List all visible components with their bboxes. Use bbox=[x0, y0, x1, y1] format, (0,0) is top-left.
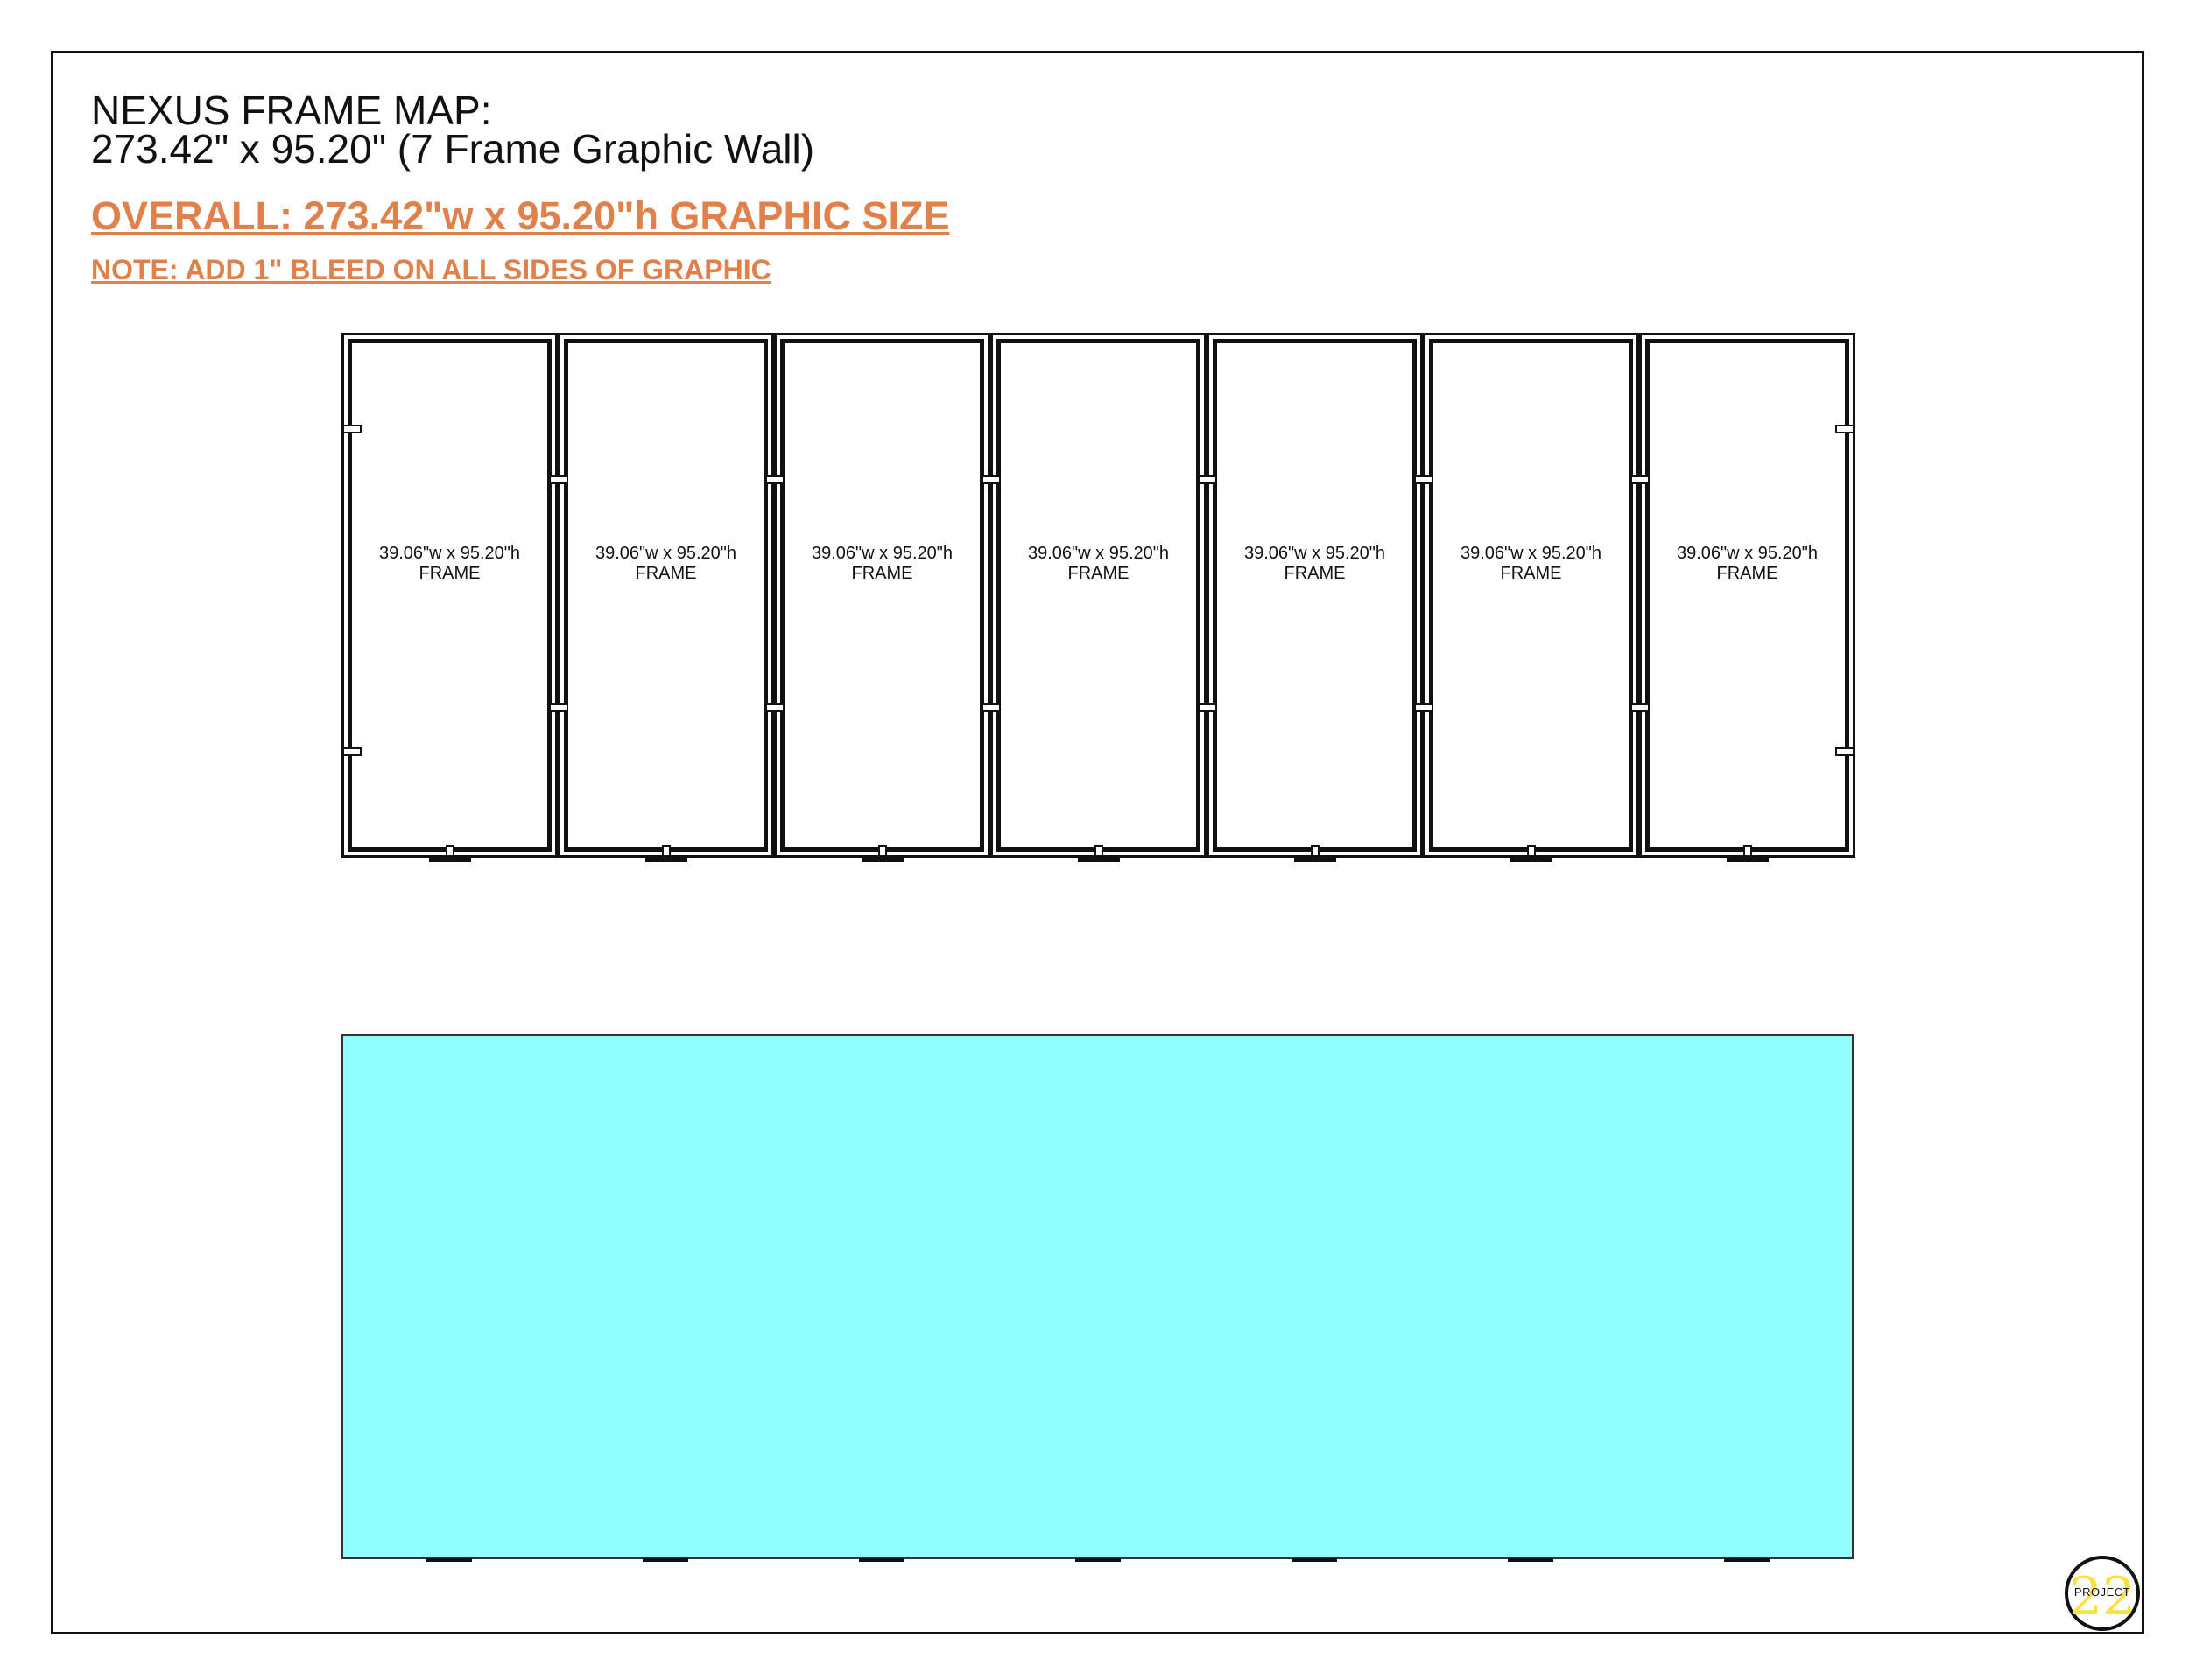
frame-type: FRAME bbox=[1284, 564, 1346, 583]
connector-clip bbox=[1630, 475, 1650, 484]
frame-type: FRAME bbox=[419, 564, 481, 583]
frame-inner-rail bbox=[998, 341, 1199, 850]
project-22-logo: 22 PROJECT bbox=[2065, 1556, 2140, 1631]
connector-clip bbox=[1630, 703, 1650, 712]
frame-inner-rail bbox=[782, 341, 982, 850]
connector-clip bbox=[549, 703, 568, 712]
graphic-foot bbox=[1292, 1558, 1337, 1562]
frame-size: 39.06"w x 95.20"h bbox=[379, 544, 520, 563]
frame-foot bbox=[862, 858, 904, 862]
graphic-foot bbox=[1724, 1558, 1770, 1562]
end-clip bbox=[342, 747, 362, 756]
sheet-border bbox=[51, 51, 2144, 1634]
frame-type: FRAME bbox=[1067, 564, 1130, 583]
foot-bracket bbox=[1527, 845, 1536, 857]
end-clip bbox=[1835, 747, 1855, 756]
connector-clip bbox=[982, 475, 1001, 484]
frame-foot bbox=[1078, 858, 1120, 862]
foot-bracket bbox=[1743, 845, 1752, 857]
connector-clip bbox=[982, 703, 1001, 712]
frame-type: FRAME bbox=[1500, 564, 1562, 583]
frame-foot bbox=[1510, 858, 1552, 862]
connector-clip bbox=[1198, 703, 1217, 712]
frame-size: 39.06"w x 95.20"h bbox=[1461, 544, 1601, 563]
connector-clip bbox=[549, 475, 568, 484]
graphic-foot bbox=[643, 1558, 688, 1562]
connector-clip bbox=[1198, 475, 1217, 484]
frame-inner-rail bbox=[349, 341, 550, 850]
graphic-foot bbox=[426, 1558, 472, 1562]
logo-text: PROJECT bbox=[2073, 1585, 2131, 1599]
frame-inner-rail bbox=[1431, 341, 1631, 850]
end-clip bbox=[342, 425, 362, 433]
foot-bracket bbox=[446, 845, 454, 857]
graphic-foot bbox=[859, 1558, 904, 1562]
frame-size: 39.06"w x 95.20"h bbox=[1028, 544, 1169, 563]
frame-foot bbox=[429, 858, 471, 862]
overall-graphic-size: OVERALL: 273.42"w x 95.20"h GRAPHIC SIZE bbox=[91, 193, 950, 238]
frame-size: 39.06"w x 95.20"h bbox=[812, 544, 953, 563]
logo-number: 22 bbox=[2068, 1566, 2136, 1627]
foot-bracket bbox=[1311, 845, 1320, 857]
foot-bracket bbox=[662, 845, 671, 857]
graphic-foot bbox=[1508, 1558, 1553, 1562]
connector-clip bbox=[1414, 475, 1433, 484]
graphic-panel bbox=[341, 1034, 1854, 1559]
frame-size: 39.06"w x 95.20"h bbox=[1677, 544, 1818, 563]
graphic-foot bbox=[1075, 1558, 1121, 1562]
bleed-note: NOTE: ADD 1" BLEED ON ALL SIDES OF GRAPH… bbox=[91, 254, 771, 285]
connector-clip bbox=[765, 475, 785, 484]
foot-bracket bbox=[878, 845, 887, 857]
frame-foot bbox=[1727, 858, 1769, 862]
frame-foot bbox=[1294, 858, 1336, 862]
frame-type: FRAME bbox=[851, 564, 913, 583]
connector-clip bbox=[765, 703, 785, 712]
map-title: NEXUS FRAME MAP: bbox=[91, 88, 492, 133]
frame-inner-rail bbox=[566, 341, 766, 850]
connector-clip bbox=[1414, 703, 1433, 712]
frame-foot bbox=[645, 858, 687, 862]
frame-size: 39.06"w x 95.20"h bbox=[1244, 544, 1385, 563]
frame-type: FRAME bbox=[1716, 564, 1778, 583]
end-clip bbox=[1835, 425, 1855, 433]
frame-size: 39.06"w x 95.20"h bbox=[595, 544, 736, 563]
frame-inner-rail bbox=[1214, 341, 1415, 850]
map-dimensions: 273.42" x 95.20" (7 Frame Graphic Wall) bbox=[91, 126, 815, 172]
frame-inner-rail bbox=[1647, 341, 1848, 850]
foot-bracket bbox=[1094, 845, 1103, 857]
frame-type: FRAME bbox=[635, 564, 697, 583]
